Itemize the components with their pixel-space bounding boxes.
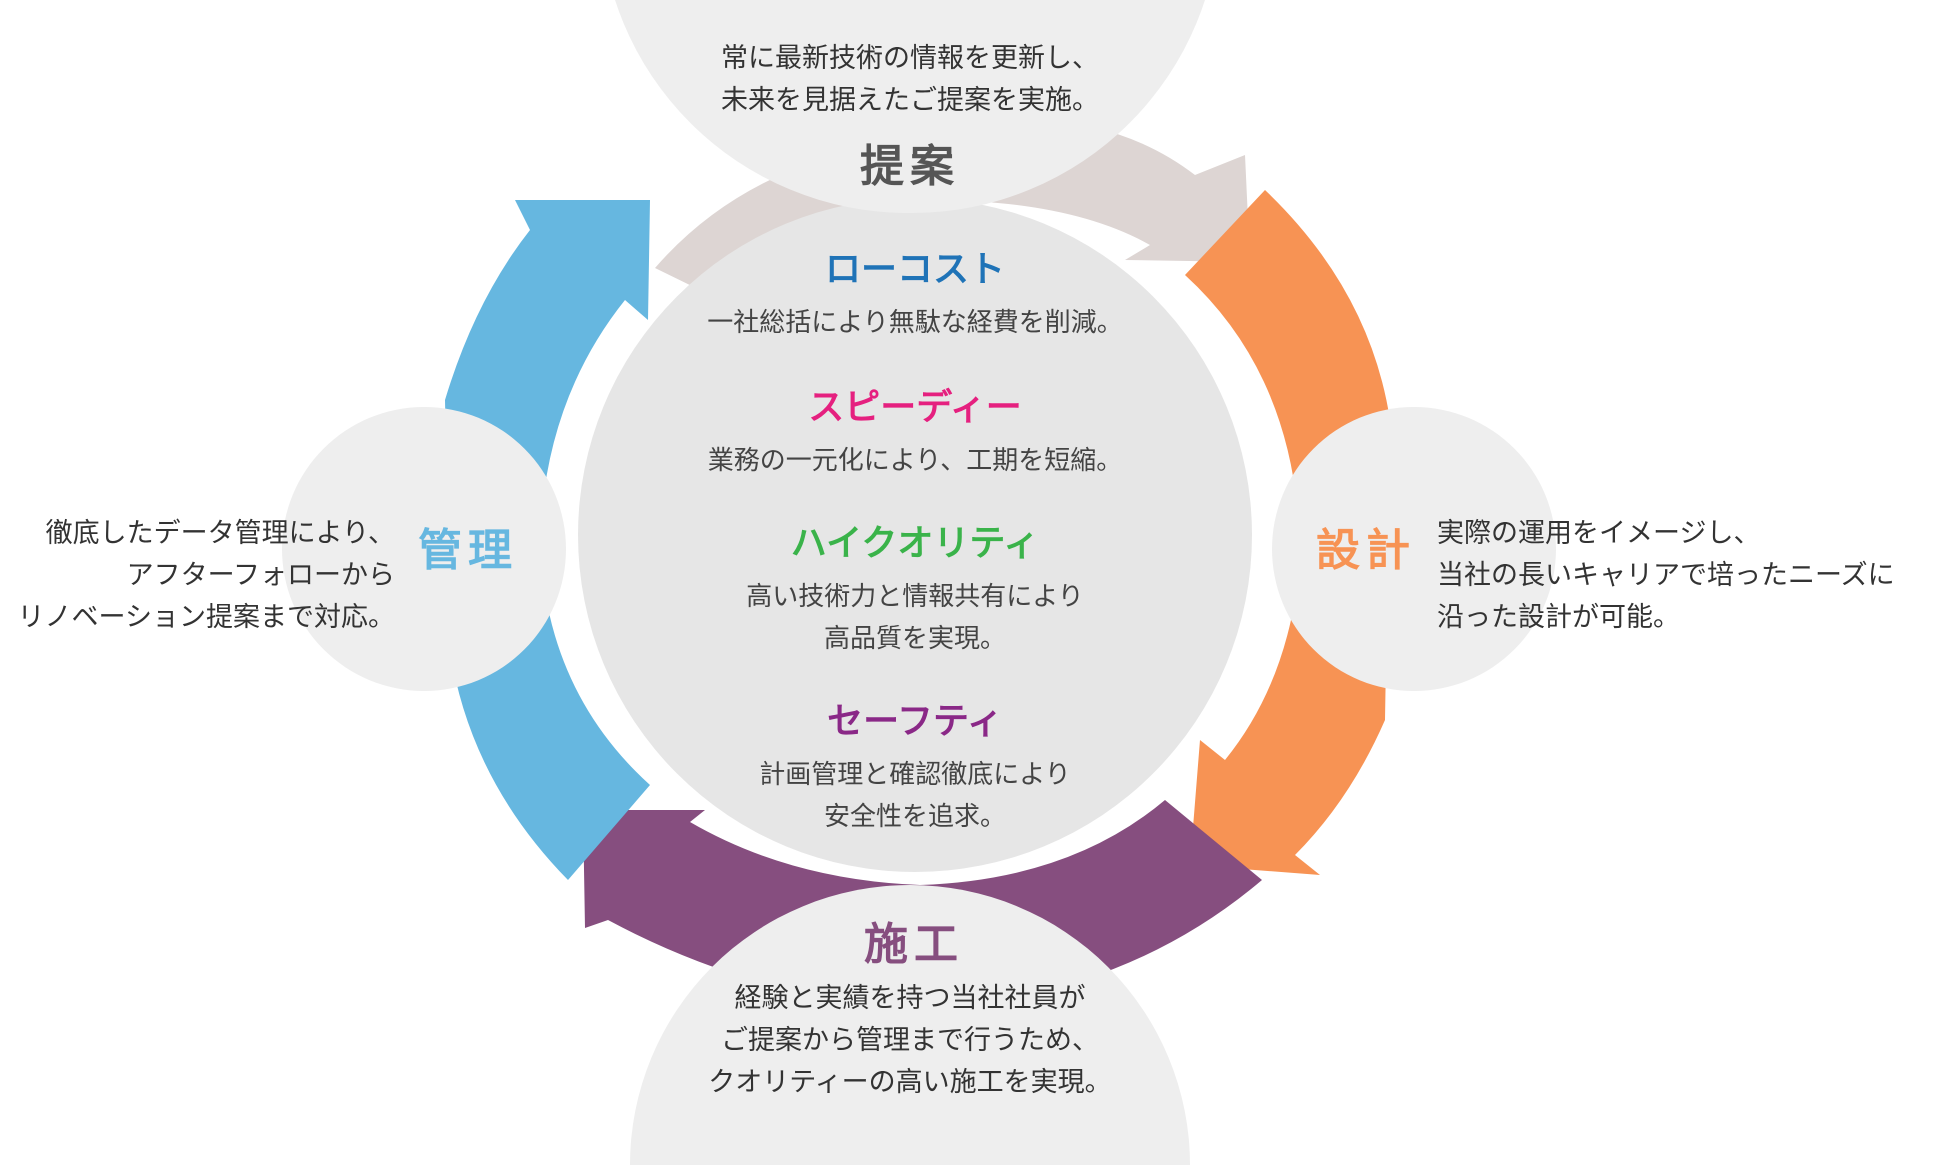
sekkei-desc-line: 当社の長いキャリアで培ったニーズに <box>1437 560 1895 591</box>
feature-title: ローコスト <box>824 249 1005 290</box>
feature-desc: 高い技術力と情報共有により <box>746 582 1084 612</box>
teian-arrow <box>655 120 1250 290</box>
kanri-desc-line: リノベーション提案まで対応。 <box>17 602 395 633</box>
sekkei-desc-line: 実際の運用をイメージし、 <box>1437 518 1761 549</box>
sekkei-title: 設計 <box>1316 525 1416 576</box>
teian-title: 提案 <box>860 141 960 192</box>
feature-desc: 安全性を追求。 <box>823 802 1006 832</box>
kanri-desc-line: 徹底したデータ管理により、 <box>45 518 395 549</box>
feature-title: スピーディー <box>808 387 1022 428</box>
kanri-desc-line: アフターフォローから <box>126 560 395 591</box>
feature-title: ハイクオリティ <box>790 523 1040 564</box>
teian-desc-line: 未来を見据えたご提案を実施。 <box>721 85 1099 116</box>
feature-desc: 計画管理と確認徹底により <box>759 760 1071 790</box>
kanri-arrow <box>445 200 650 880</box>
feature-highquality: ハイクオリティ 高い技術力と情報共有により 高品質を実現。 <box>578 522 1252 660</box>
seko-desc-line: 経験と実績を持つ当社社員が <box>734 983 1086 1014</box>
center-circle <box>578 198 1252 872</box>
feature-safety: セーフティ 計画管理と確認徹底により 安全性を追求。 <box>578 700 1252 838</box>
feature-desc: 業務の一元化により、工期を短縮。 <box>707 446 1123 476</box>
sekkei-desc-line: 沿った設計が可能。 <box>1437 602 1680 633</box>
seko-title: 施工 <box>864 919 964 970</box>
kanri-circle <box>282 407 566 691</box>
sekkei-arrow <box>1185 190 1390 875</box>
feature-lowcost: ローコスト 一社総括により無駄な経費を削減。 <box>578 248 1252 344</box>
seko-desc-line: クオリティーの高い施工を実現。 <box>708 1067 1112 1098</box>
teian-desc-line: 常に最新技術の情報を更新し、 <box>721 43 1099 74</box>
feature-desc: 一社総括により無駄な経費を削減。 <box>707 308 1123 338</box>
feature-speedy: スピーディー 業務の一元化により、工期を短縮。 <box>578 386 1252 482</box>
teian-description: 常に最新技術の情報を更新し、 未来を見据えたご提案を実施。 <box>700 38 1120 122</box>
kanri-description: 徹底したデータ管理により、 アフターフォローから リノベーション提案まで対応。 <box>0 513 395 639</box>
sekkei-description: 実際の運用をイメージし、 当社の長いキャリアで培ったニーズに 沿った設計が可能。 <box>1437 513 1895 639</box>
feature-title: セーフティ <box>827 701 1003 742</box>
sekkei-circle <box>1272 407 1556 691</box>
seko-description: 経験と実績を持つ当社社員が ご提案から管理まで行うため、 クオリティーの高い施工… <box>680 978 1140 1104</box>
kanri-title: 管理 <box>418 525 518 576</box>
seko-desc-line: ご提案から管理まで行うため、 <box>721 1025 1099 1056</box>
feature-desc: 高品質を実現。 <box>823 624 1006 654</box>
